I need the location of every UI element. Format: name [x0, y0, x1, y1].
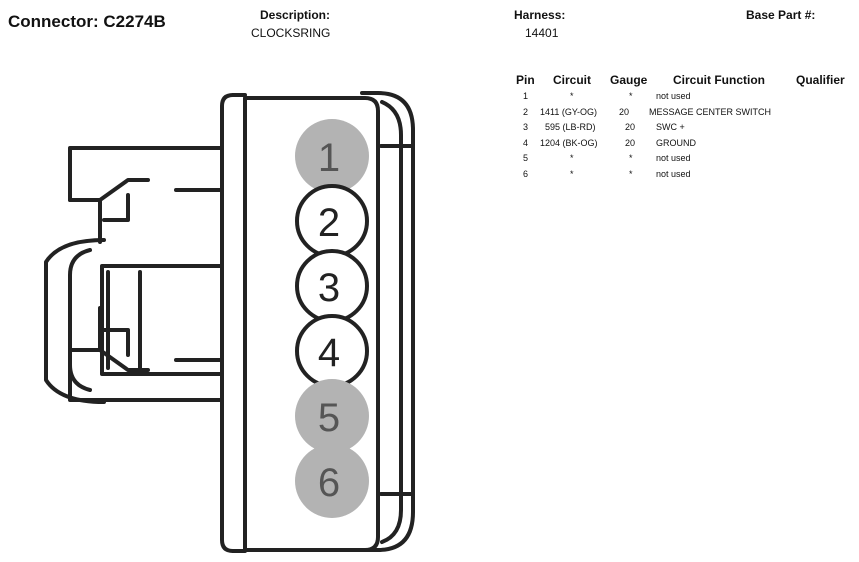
- header-pin: Pin: [516, 73, 535, 87]
- pin-4: 4: [295, 314, 369, 388]
- pin-cavity: [295, 379, 369, 453]
- header-circuit-function: Circuit Function: [673, 73, 765, 87]
- row-circuit: *: [570, 91, 574, 101]
- row-circuit-function: not used: [656, 168, 691, 179]
- description-value: CLOCKSRING: [251, 26, 331, 40]
- row-circuit-function: not used: [656, 91, 691, 101]
- base-part-label: Base Part #:: [746, 8, 816, 22]
- pin-number: 2: [318, 201, 340, 245]
- row-circuit-function: GROUND: [656, 137, 696, 148]
- row-gauge: *: [629, 168, 633, 179]
- pin-6: 6: [295, 444, 369, 518]
- pin-1: 1: [295, 119, 369, 193]
- pin-number: 4: [318, 331, 340, 375]
- header-circuit: Circuit: [553, 73, 592, 87]
- row-pin: 2: [523, 106, 529, 117]
- row-pin: 5: [523, 153, 529, 163]
- pin-cavity: [295, 119, 369, 193]
- harness-label: Harness:: [514, 8, 566, 22]
- pin-cavity: [295, 444, 369, 518]
- pin-number: 5: [318, 396, 340, 440]
- row-circuit-function: SWC +: [656, 122, 685, 132]
- pin-cavities: 1 2 3 4 5 6: [295, 119, 369, 518]
- description-label: Description:: [260, 8, 331, 22]
- row-circuit-function: MESSAGE CENTER SWITCH: [649, 106, 772, 117]
- row-circuit: 1204 (BK-OG): [540, 137, 598, 148]
- header-qualifier: Qualifier: [796, 73, 845, 87]
- connector-outline: [44, 91, 415, 553]
- row-gauge: 20: [625, 122, 636, 132]
- row-gauge: *: [629, 91, 633, 101]
- row-circuit-function: not used: [656, 153, 691, 163]
- connector-title: Connector: C2274B: [8, 12, 166, 31]
- row-pin: 3: [523, 122, 529, 132]
- pin-5: 5: [295, 379, 369, 453]
- row-circuit: 595 (LB-RD): [545, 122, 596, 132]
- pin-2: 2: [295, 184, 369, 258]
- row-circuit: *: [570, 153, 574, 163]
- harness-value: 14401: [525, 26, 559, 40]
- row-gauge: 20: [625, 137, 636, 148]
- row-circuit: 1411 (GY-OG): [540, 106, 598, 117]
- header-gauge: Gauge: [610, 73, 648, 87]
- row-pin: 4: [523, 137, 529, 148]
- pin-number: 6: [318, 461, 340, 505]
- row-gauge: *: [629, 153, 633, 163]
- row-pin: 6: [523, 168, 529, 179]
- row-gauge: 20: [619, 106, 630, 117]
- pin-3: 3: [295, 249, 369, 323]
- row-circuit: *: [570, 168, 574, 179]
- pin-number: 1: [318, 136, 340, 180]
- row-pin: 1: [523, 91, 529, 101]
- pin-number: 3: [318, 266, 340, 310]
